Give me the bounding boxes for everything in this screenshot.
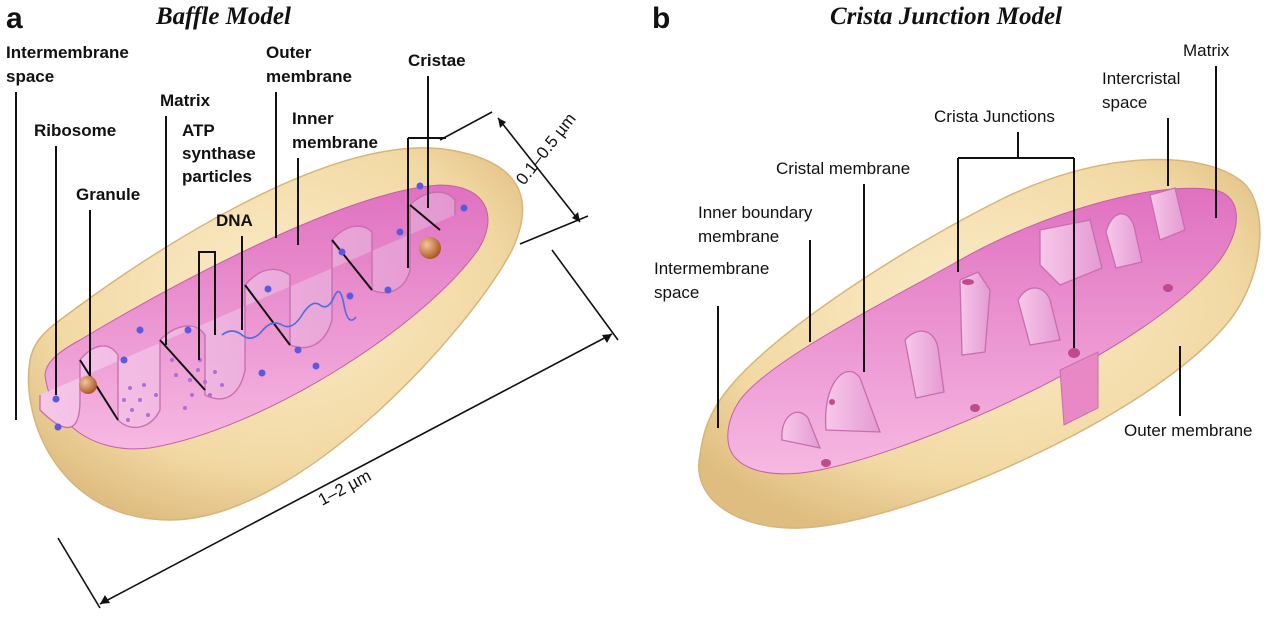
leader-cristae xyxy=(407,76,446,268)
label-intermembrane-a-1: Intermembrane xyxy=(6,43,129,62)
label-inner-boundary-2: membrane xyxy=(698,227,779,246)
panel-a-title: Baffle Model xyxy=(155,3,291,30)
label-matrix-a: Matrix xyxy=(160,91,211,110)
label-atp-3: particles xyxy=(182,167,252,186)
label-intermembrane-b-1: Intermembrane xyxy=(654,259,769,278)
label-inner-2: membrane xyxy=(292,133,378,152)
dimension-length-text: 1–2 µm xyxy=(315,466,374,510)
panel-b: b Crista Junction Model xyxy=(652,2,1261,529)
label-cristae: Cristae xyxy=(408,51,466,70)
leader-atp xyxy=(198,251,216,360)
label-dna: DNA xyxy=(216,211,253,230)
label-inner-1: Inner xyxy=(292,109,334,128)
granule-left xyxy=(79,376,97,394)
label-intercristal-1: Intercristal xyxy=(1102,69,1180,88)
label-crista-junctions: Crista Junctions xyxy=(934,107,1055,126)
panel-b-letter: b xyxy=(652,2,670,35)
label-outer-1: Outer xyxy=(266,43,312,62)
label-inner-boundary-1: Inner boundary xyxy=(698,203,813,222)
cristae-tubes xyxy=(781,187,1186,449)
panel-b-title: Crista Junction Model xyxy=(830,3,1062,30)
cutaway-window xyxy=(1059,351,1099,426)
label-ribosome: Ribosome xyxy=(34,121,116,140)
label-matrix-b: Matrix xyxy=(1183,41,1230,60)
label-outer-2: membrane xyxy=(266,67,352,86)
panel-a: a Baffle Model xyxy=(6,2,619,609)
ribosome-dots xyxy=(52,182,468,431)
granule-right xyxy=(419,237,441,259)
crista-junction-holes xyxy=(821,279,1173,467)
label-atp-2: synthase xyxy=(182,144,256,163)
label-intermembrane-a-2: space xyxy=(6,67,54,86)
dna-strand xyxy=(221,290,357,339)
atp-synthase-particles xyxy=(122,358,224,422)
label-outer-membrane-b: Outer membrane xyxy=(1124,421,1253,440)
dimension-width-lines xyxy=(439,111,589,245)
dimension-length-lines xyxy=(57,249,619,609)
label-intermembrane-b-2: space xyxy=(654,283,699,302)
crista-edges xyxy=(79,204,441,421)
panel-a-letter: a xyxy=(6,2,23,35)
cristae-folds xyxy=(39,191,456,429)
label-granule: Granule xyxy=(76,185,140,204)
label-atp-1: ATP xyxy=(182,121,215,140)
label-intercristal-2: space xyxy=(1102,93,1147,112)
leader-crista-junctions xyxy=(957,132,1075,348)
label-cristal-membrane: Cristal membrane xyxy=(776,159,910,178)
